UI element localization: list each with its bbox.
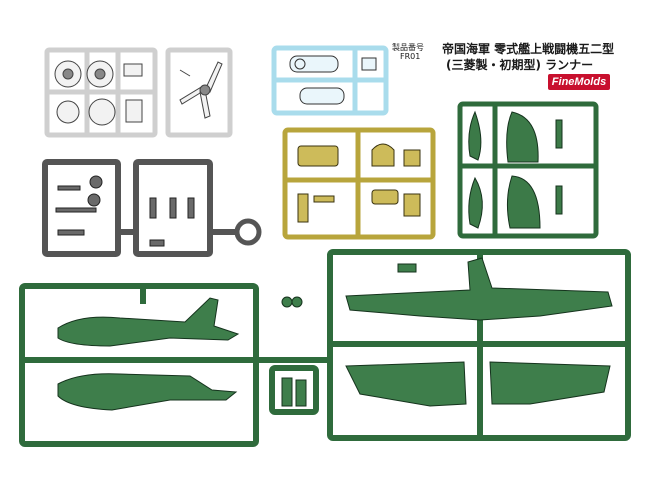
propeller-part — [179, 61, 223, 119]
yellow-runner — [282, 127, 436, 240]
product-code: FR01 — [400, 52, 421, 61]
dark-gray-parts — [55, 175, 195, 247]
clear-runner — [271, 45, 389, 116]
engine-parts — [54, 60, 143, 126]
cockpit-parts — [297, 143, 421, 223]
product-code-label: 製品番号 — [392, 43, 424, 52]
canopy-parts — [289, 55, 377, 105]
kit-subtitle: (三菱製・初期型) ランナー — [446, 58, 594, 72]
green-tail-runner — [457, 101, 599, 239]
wing-parts — [345, 257, 613, 407]
small-parts-cluster — [281, 296, 303, 308]
fuselage-halves — [57, 297, 307, 411]
runner-tag-ring — [234, 218, 262, 246]
brand-logo: FineMolds — [548, 74, 610, 90]
light-gray-runner — [44, 47, 233, 138]
kit-title: 帝国海軍 零式艦上戦闘機五二型 — [442, 42, 615, 56]
green-fuselage-runner — [19, 283, 330, 447]
tail-parts — [468, 110, 563, 229]
dark-gray-runner — [42, 159, 238, 257]
